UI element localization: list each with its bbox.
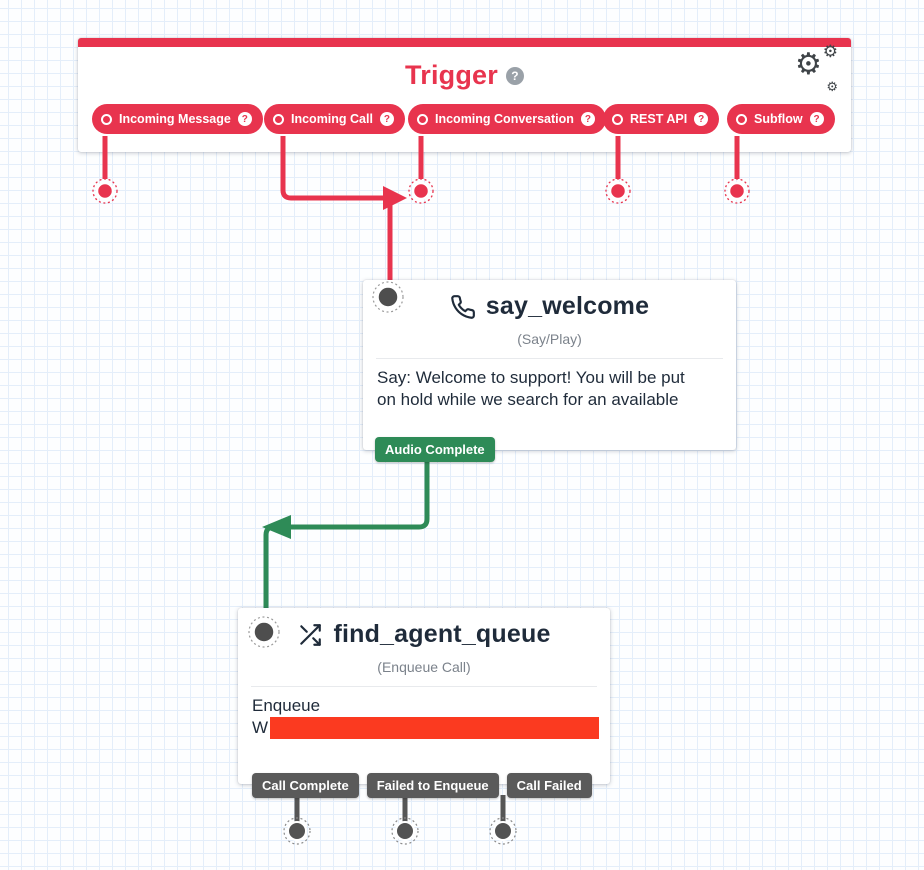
transition-failed-to-enqueue[interactable]: Failed to Enqueue bbox=[366, 773, 499, 798]
widget-body-text: Say: Welcome to support! You will be put… bbox=[377, 368, 685, 410]
trigger-pill-subflow[interactable]: Subflow ? bbox=[727, 104, 835, 134]
connector-arrow-left-icon bbox=[262, 515, 291, 539]
trigger-pill-rest-api[interactable]: REST API ? bbox=[603, 104, 720, 134]
redacted-value-bar bbox=[270, 717, 599, 740]
widget-title: find_agent_queue bbox=[333, 620, 551, 648]
connector-incoming-call-to-say-welcome bbox=[280, 131, 393, 298]
trigger-widget[interactable]: Trigger ? ⚙ ⚙ ⚙ Incoming Message ? Incom… bbox=[78, 38, 851, 152]
trigger-output-dot-rest-api[interactable] bbox=[605, 178, 631, 204]
trigger-title: Trigger bbox=[405, 60, 498, 90]
transition-audio-complete[interactable]: Audio Complete bbox=[375, 437, 495, 462]
trigger-pill-incoming-call[interactable]: Incoming Call ? bbox=[264, 104, 405, 134]
trigger-help-icon[interactable]: ? bbox=[505, 66, 524, 85]
pill-label: Incoming Call bbox=[291, 112, 373, 126]
trigger-pill-incoming-conversation[interactable]: Incoming Conversation ? bbox=[408, 104, 606, 134]
connector-arrow-right-icon bbox=[383, 186, 407, 210]
pill-help-icon[interactable]: ? bbox=[809, 112, 824, 126]
call-failed-output-dot[interactable] bbox=[489, 817, 517, 845]
divider bbox=[376, 358, 723, 359]
radio-circle-icon bbox=[101, 113, 112, 125]
widget-title: say_welcome bbox=[485, 292, 650, 320]
pill-label: Subflow bbox=[754, 112, 803, 126]
radio-circle-icon bbox=[612, 113, 623, 125]
pill-help-icon[interactable]: ? bbox=[237, 112, 252, 126]
widget-type-label: (Say/Play) bbox=[517, 331, 582, 347]
pill-help-icon[interactable]: ? bbox=[694, 112, 709, 126]
trigger-output-dot-incoming-conversation[interactable] bbox=[408, 178, 434, 204]
trigger-pill-incoming-message[interactable]: Incoming Message ? bbox=[92, 104, 263, 134]
pill-label: REST API bbox=[630, 112, 688, 126]
divider bbox=[251, 686, 597, 687]
widget-say-welcome[interactable]: say_welcome (Say/Play) Say: Welcome to s… bbox=[363, 280, 736, 462]
settings-gears-icon[interactable]: ⚙ ⚙ ⚙ bbox=[795, 42, 838, 94]
radio-circle-icon bbox=[273, 113, 284, 125]
trigger-accent-bar bbox=[78, 38, 851, 47]
pill-label: Incoming Message bbox=[119, 112, 231, 126]
pill-help-icon[interactable]: ? bbox=[379, 112, 394, 126]
widget-body-label: Enqueue bbox=[252, 696, 321, 715]
transition-call-complete[interactable]: Call Complete bbox=[252, 773, 359, 798]
shuffle-icon bbox=[297, 622, 323, 648]
phone-icon bbox=[450, 294, 476, 320]
radio-circle-icon bbox=[736, 113, 747, 125]
radio-circle-icon bbox=[417, 113, 428, 125]
call-complete-output-dot[interactable] bbox=[283, 817, 311, 845]
transition-call-failed[interactable]: Call Failed bbox=[506, 773, 592, 798]
failed-to-enqueue-output-dot[interactable] bbox=[391, 817, 419, 845]
widget-find-agent-queue[interactable]: find_agent_queue (Enqueue Call) Enqueue … bbox=[238, 608, 610, 798]
trigger-output-dot-incoming-message[interactable] bbox=[92, 178, 118, 204]
pill-help-icon[interactable]: ? bbox=[580, 112, 595, 126]
trigger-output-dot-subflow[interactable] bbox=[724, 178, 750, 204]
widget-body-value-prefix: W bbox=[252, 718, 269, 738]
widget-type-label: (Enqueue Call) bbox=[377, 659, 471, 675]
pill-label: Incoming Conversation bbox=[435, 112, 574, 126]
